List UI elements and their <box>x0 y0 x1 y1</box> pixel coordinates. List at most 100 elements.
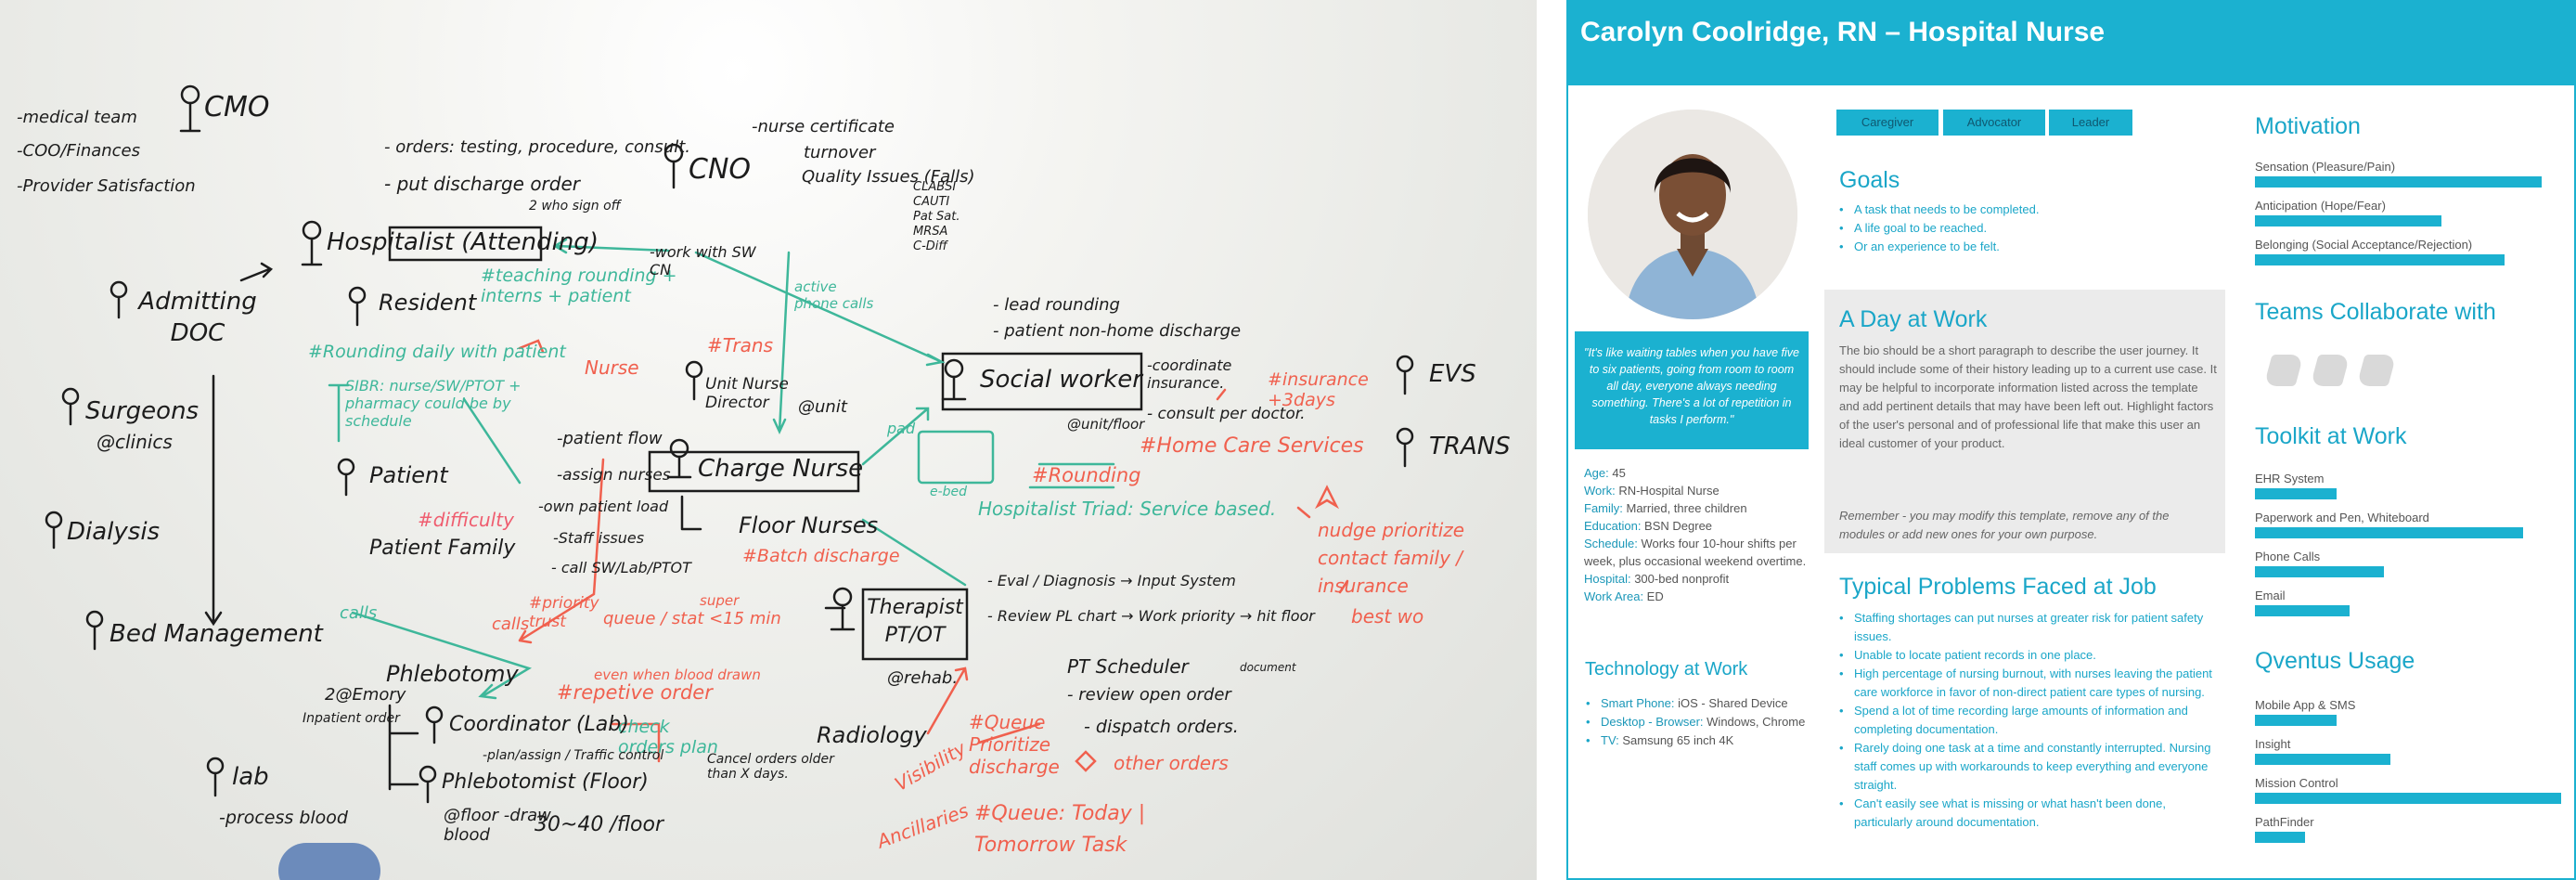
wb-cno-list: Pat Sat. <box>913 210 960 224</box>
persona-details: Age: 45 Work: RN-Hospital Nurse Family: … <box>1584 464 1811 605</box>
wb-surgeons: Surgeons <box>85 397 200 425</box>
wb-trans-top: #Trans <box>707 334 773 356</box>
person-icon <box>109 280 128 319</box>
wb-put-discharge: - put discharge order <box>384 173 581 195</box>
wb-coordinate-ins: -coordinate insurance. <box>1147 356 1232 392</box>
toolkit-bar: Email <box>2255 589 2570 616</box>
tech-title: Technology at Work <box>1585 659 1748 679</box>
wb-other-orders: other orders <box>1114 752 1229 774</box>
problem-item: Rarely doing one task at a time and cons… <box>1837 739 2218 795</box>
whiteboard-photo: CMO -medical team -COO/Finances -Provide… <box>0 0 1537 880</box>
problem-item: Can't easily see what is missing or what… <box>1837 795 2218 832</box>
toolkit-bar: EHR System <box>2255 472 2570 499</box>
tech-list: Smart Phone: iOS - Shared Device Desktop… <box>1584 694 1807 750</box>
whiteboard-glove <box>278 843 380 880</box>
wb-document: document <box>1240 661 1296 674</box>
person-icon <box>301 220 323 266</box>
wb-cmo-note: -Provider Satisfaction <box>17 176 196 196</box>
wb-nurse: Nurse <box>585 356 639 379</box>
day-at-work-box: A Day at Work The bio should be a short … <box>1824 290 2225 553</box>
wb-calls2: calls <box>492 615 530 634</box>
person-icon <box>1396 355 1414 395</box>
wb-patient-flow: -patient flow <box>557 429 663 448</box>
detail-row: Family: Married, three children <box>1584 501 1747 515</box>
wb-difficulty: #difficulty <box>418 509 514 531</box>
wb-nudge: nudge prioritize contact family / insura… <box>1318 519 1465 597</box>
tech-item: Smart Phone: iOS - Shared Device <box>1584 694 1807 713</box>
wb-cno-list: CAUTI <box>913 195 950 209</box>
wb-active-phone: active phone calls <box>794 278 874 312</box>
wb-process-blood: -process blood <box>219 808 348 828</box>
hand-icon <box>2310 355 2351 386</box>
person-icon <box>61 387 80 426</box>
wb-cno-list: MRSA <box>913 225 948 239</box>
person-icon <box>425 705 444 744</box>
wb-phlebotomist: Phlebotomist (Floor) <box>442 770 649 794</box>
motivation-bar: Sensation (Pleasure/Pain) <box>2255 160 2570 188</box>
bar-fill <box>2255 754 2391 765</box>
day-note: Remember - you may modify this template,… <box>1839 509 2170 541</box>
wb-at-floor: @floor -draw blood <box>444 806 551 845</box>
wb-patient-family: Patient Family <box>369 537 516 560</box>
wb-two-sign-off: 2 who sign off <box>529 199 621 214</box>
bar-fill <box>2255 215 2441 226</box>
wb-check-orders: check orders plan <box>618 717 718 757</box>
wb-batch-discharge: #Batch discharge <box>742 546 900 566</box>
wb-orders-note: - orders: testing, procedure, consult. <box>384 137 690 157</box>
wb-dialysis: Dialysis <box>67 518 161 546</box>
problem-item: Unable to locate patient records in one … <box>1837 646 2218 665</box>
person-icon <box>337 458 355 497</box>
motivation-title: Motivation <box>2255 113 2361 139</box>
wb-floor-nurses: Floor Nurses <box>739 512 879 538</box>
therapist-box <box>861 588 969 661</box>
wb-pt-scheduler: PT Scheduler <box>1067 655 1189 678</box>
toolkit-title: Toolkit at Work <box>2255 423 2407 449</box>
wb-super: super <box>700 592 740 609</box>
bar-fill <box>2255 488 2338 499</box>
whiteboard-drawing <box>45 84 1414 804</box>
bottom-border <box>1566 878 2576 880</box>
qventus-title: Qventus Usage <box>2255 648 2415 674</box>
wb-sibr: SIBR: nurse/SW/PTOT + pharmacy could be … <box>345 377 522 430</box>
problems-title: Typical Problems Faced at Job <box>1839 574 2157 600</box>
wb-admitting: Admitting DOC <box>138 288 257 347</box>
wb-lead-rounding: - lead rounding <box>993 295 1120 315</box>
bar-fill <box>2255 793 2561 804</box>
wb-rounding2: #Rounding <box>1032 464 1141 486</box>
toolkit-bar: Paperwork and Pen, Whiteboard <box>2255 511 2570 538</box>
wb-charge-nurse: Charge Nurse <box>698 455 864 483</box>
teams-title: Teams Collaborate with <box>2255 299 2496 325</box>
bar-fill <box>2255 254 2505 265</box>
wb-work-with: -work with SW CN <box>650 243 756 278</box>
qventus-bar: Insight <box>2255 737 2570 765</box>
right-column: Motivation Sensation (Pleasure/Pain) Ant… <box>2255 0 2570 880</box>
wb-queue-prioritize: #Queue Prioritize discharge <box>969 711 1060 778</box>
wb-even-when: even when blood drawn <box>594 666 761 683</box>
tag-advocator: Advocator <box>1943 110 2045 136</box>
charge-nurse-box <box>648 450 860 493</box>
wb-repetive: #repetive order <box>557 681 713 704</box>
detail-row: Work: RN-Hospital Nurse <box>1584 484 1719 498</box>
motivation-bar: Belonging (Social Acceptance/Rejection) <box>2255 238 2570 265</box>
wb-ebed: e-bed <box>930 485 968 499</box>
wb-queue-today: #Queue: Today | Tomorrow Task <box>974 802 1146 857</box>
wb-priority-trust: #priority trust <box>529 594 599 631</box>
wb-teaching: #teaching rounding + interns + patient <box>481 265 677 306</box>
wb-bed-management: Bed Management <box>109 620 323 648</box>
wb-plan-assign: -plan/assign / Traffic control <box>483 748 664 763</box>
bar-fill <box>2255 176 2543 188</box>
wb-patient-nonhome: - patient non-home discharge <box>993 321 1242 341</box>
wb-consult-doctor: - consult per doctor. <box>1147 405 1306 423</box>
person-icon <box>941 358 967 401</box>
detail-row: Hospital: 300-bed nonprofit <box>1584 572 1730 586</box>
wb-calls: calls <box>340 603 378 623</box>
hand-icon <box>2263 355 2304 386</box>
wb-cno: CNO <box>689 153 752 186</box>
wb-thirty-forty: 30~40 /floor <box>535 813 664 836</box>
wb-review-pl: - Review PL chart → Work priority → hit … <box>987 607 1315 625</box>
wb-patient: Patient <box>369 462 448 488</box>
nurse-portrait-icon <box>1588 110 1797 319</box>
wb-two-emory: 2@Emory <box>325 685 406 705</box>
person-icon <box>45 511 63 550</box>
wb-rounding-daily: #Rounding daily with patient <box>308 342 566 362</box>
